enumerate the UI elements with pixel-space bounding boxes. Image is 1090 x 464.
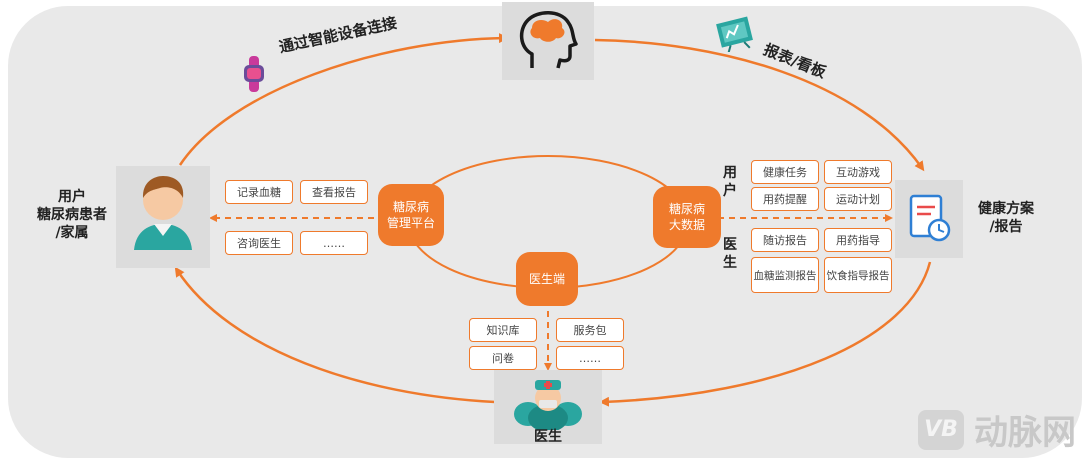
tag-questionnaire: 问卷 <box>469 346 537 370</box>
arc-plan-to-doctor <box>599 261 932 407</box>
tag-service-pack: 服务包 <box>556 318 624 342</box>
tag-more-bottom: …… <box>556 346 624 370</box>
wristband-icon <box>244 56 264 92</box>
right-doctor-label: 医生 <box>723 237 737 271</box>
tag-record-glucose: 记录血糖 <box>225 180 293 204</box>
report-clock-icon <box>909 194 951 242</box>
doctor-tile <box>494 370 602 444</box>
tag-medication-reminder: 用药提醒 <box>751 187 819 211</box>
user-tile <box>116 166 210 268</box>
watermark-text: 动脉网 <box>974 413 1076 453</box>
tag-exercise-plan: 运动计划 <box>824 187 892 211</box>
tag-followup-report: 随访报告 <box>751 228 819 252</box>
platform-node: 糖尿病 管理平台 <box>378 184 444 246</box>
tag-medication-guidance: 用药指导 <box>824 228 892 252</box>
arc-brain-to-plan <box>594 38 925 172</box>
tag-health-task: 健康任务 <box>751 160 819 184</box>
arc-doctor-to-user <box>174 266 496 404</box>
tag-glucose-monitor-report: 血糖监测报告 <box>751 257 819 293</box>
tag-view-report: 查看报告 <box>300 180 368 204</box>
brain-tile <box>502 2 594 80</box>
tag-knowledge-base: 知识库 <box>469 318 537 342</box>
tag-diet-guidance-report: 饮食指导报告 <box>824 257 892 293</box>
plan-label: 健康方案 /报告 <box>978 201 1034 235</box>
doctor-label: 医生 <box>534 429 562 445</box>
brain-head-icon <box>519 11 578 69</box>
tag-consult-doctor: 咨询医生 <box>225 231 293 255</box>
bigdata-node: 糖尿病 大数据 <box>653 186 721 248</box>
user-label: 用户 糖尿病患者 /家属 <box>37 189 107 241</box>
patient-avatar-icon <box>134 176 192 250</box>
dashboard-board-icon <box>716 16 753 52</box>
doctor-group-icon <box>514 380 582 432</box>
watermark-logo: VB <box>918 409 964 450</box>
doctor-end-node: 医生端 <box>516 252 578 306</box>
arc-user-to-brain <box>178 33 509 166</box>
plan-tile <box>895 180 963 258</box>
watermark: VB 动脉网 <box>918 405 1076 454</box>
tag-more-left: …… <box>300 231 368 255</box>
tag-interactive-game: 互动游戏 <box>824 160 892 184</box>
right-user-label: 用户 <box>723 165 737 199</box>
